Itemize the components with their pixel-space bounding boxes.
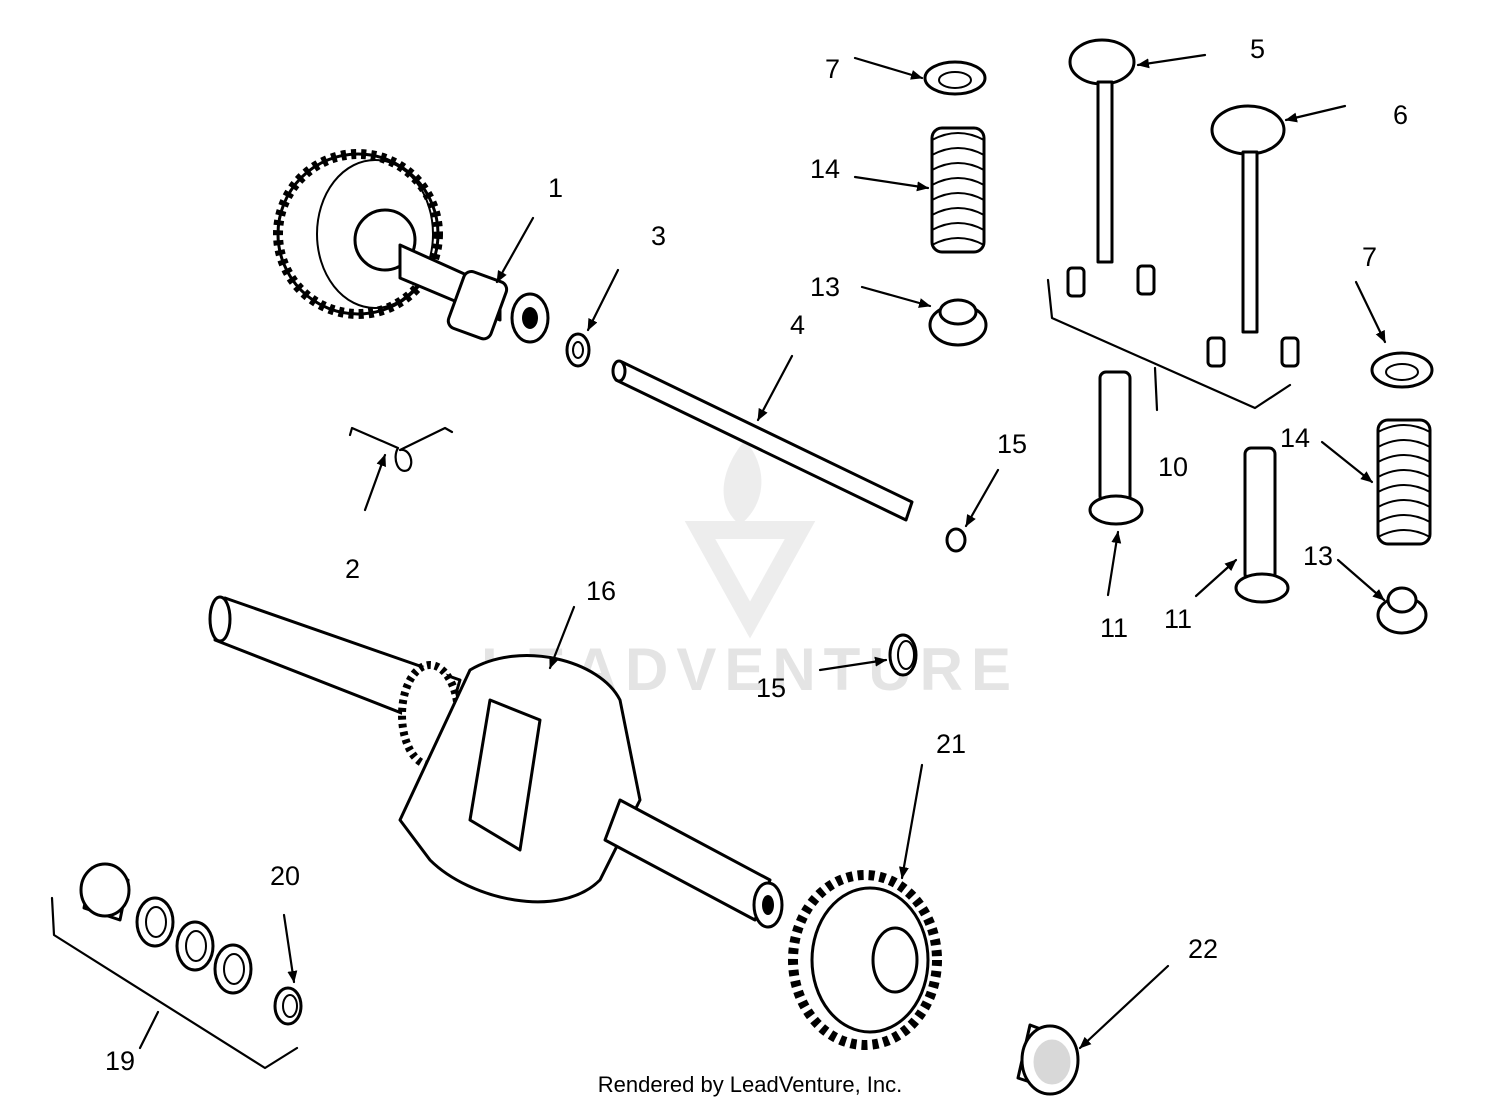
bracket-10 [1046,278,1292,410]
part-11-tappet-left [1088,370,1144,526]
label-2: 2 [345,554,360,584]
part-5-valve [1068,38,1136,264]
label-13a: 13 [810,272,840,302]
part-14-spring-lower [1376,418,1432,546]
label-14a: 14 [810,154,840,184]
label-15a: 15 [997,429,1027,459]
label-4: 4 [790,310,805,340]
label-13b: 13 [1303,541,1333,571]
label-7b: 7 [1362,242,1377,272]
label-10: 10 [1158,452,1188,482]
part-19-bearing-set [79,862,253,995]
watermark-logo [684,440,816,639]
bracket-19 [50,896,299,1070]
part-16-crankshaft [208,595,784,929]
part-15-ring-lower [888,633,918,677]
part-2-spring [348,426,454,472]
label-11a: 11 [1100,613,1128,643]
label-3: 3 [651,221,666,251]
label-21: 21 [936,729,966,759]
label-5: 5 [1250,34,1265,64]
part-22-bearing [1016,1023,1080,1096]
leader-arrows [282,53,1387,1050]
part-11-tappet-right [1234,446,1290,604]
label-16: 16 [586,576,616,606]
label-20: 20 [270,861,300,891]
render-credit: Rendered by LeadVenture, Inc. [598,1072,903,1097]
part-14-spring-upper [930,126,986,254]
part-7-retainer-lower [1370,351,1434,389]
label-6: 6 [1393,100,1408,130]
part-7-retainer-upper [923,60,987,96]
valve-keepers [1066,264,1300,368]
part-4-shaft [611,359,914,522]
part-13-seat-upper [928,298,988,347]
part-3-washer [565,332,591,368]
part-20-snapring [273,986,303,1026]
label-11b: 11 [1164,604,1192,634]
label-14b: 14 [1280,423,1310,453]
part-1-camshaft [273,149,550,344]
bracket-19-stem [138,1010,160,1050]
label-19: 19 [105,1046,135,1076]
label-7a: 7 [825,54,840,84]
part-21-gear [788,870,942,1050]
label-22: 22 [1188,934,1218,964]
label-1: 1 [548,173,563,203]
bracket-10-stem [1153,366,1159,412]
part-13-seat-lower [1376,586,1428,635]
label-15b: 15 [756,673,786,703]
part-15-pin-upper [945,527,967,553]
part-6-valve [1210,104,1286,334]
